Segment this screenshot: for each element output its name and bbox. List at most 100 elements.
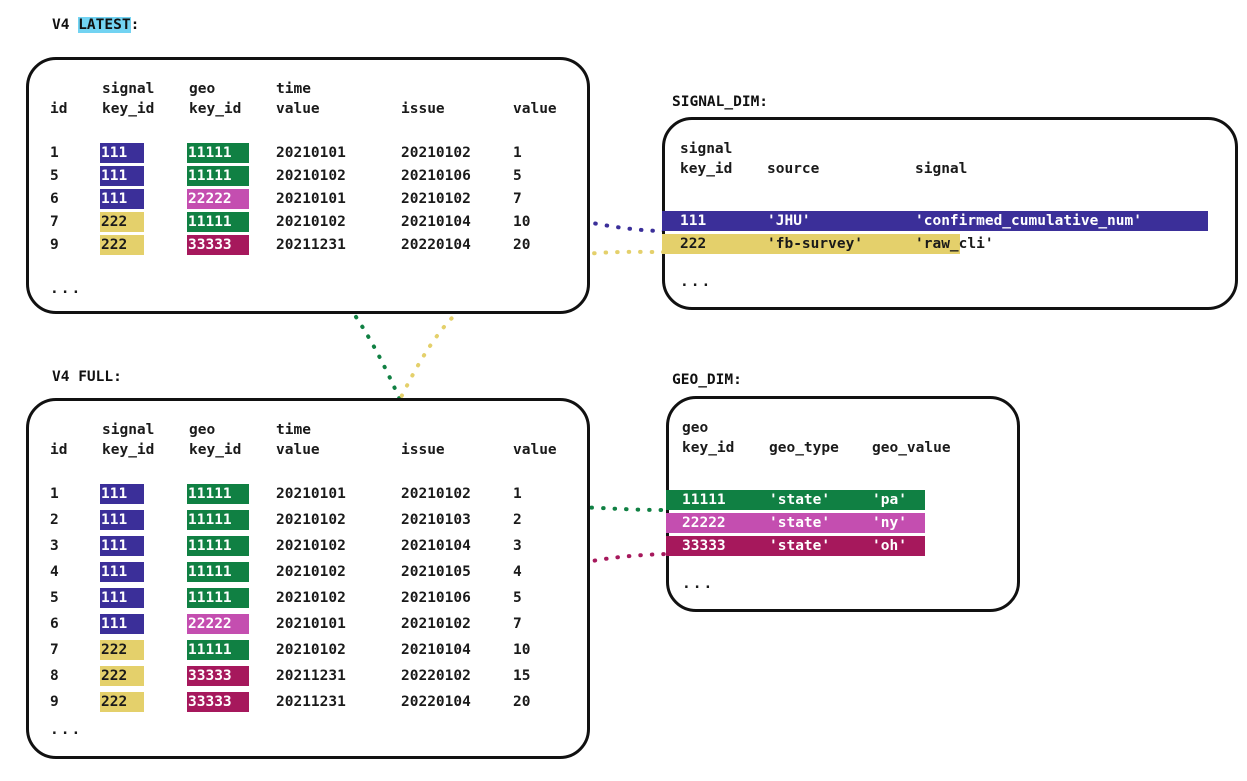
geodim-row-3-geo-type: 'state' [769, 538, 831, 554]
full-hdr-value: value [513, 442, 557, 458]
latest-hdr-signal: signal [102, 81, 155, 97]
signaldim-hdr-signal: signal [680, 141, 733, 157]
row-8-geo-key-id: 33333 [187, 666, 249, 686]
row-7-signal-key-id: 222 [100, 640, 144, 660]
signaldim-row-1-source: 'JHU' [767, 213, 811, 229]
signaldim-row-2-source: 'fb-survey' [767, 236, 864, 252]
geo-dim-table: geo key_id geo_type geo_value ... 11111 '… [666, 396, 1020, 612]
row-5-id: 9 [50, 237, 59, 253]
row-5-issue: 20210106 [401, 590, 471, 606]
row-7-value: 10 [513, 642, 531, 658]
row-5-geo-key-id: 33333 [187, 235, 249, 255]
row-2-value: 2 [513, 512, 522, 528]
full-hdr-signal-keyid: key_id [102, 442, 155, 458]
row-3-value: 7 [513, 191, 522, 207]
row-3-geo-key-id: 11111 [187, 536, 249, 556]
geodim-hdr-keyid: key_id [682, 440, 735, 456]
geodim-row-2-band [666, 513, 925, 533]
row-1-time-value: 20210101 [276, 486, 346, 502]
row-5-signal-key-id: 111 [100, 588, 144, 608]
signaldim-row-1-band [662, 211, 1208, 231]
signaldim-ellipsis: ... [680, 274, 713, 290]
geodim-hdr-geo: geo [682, 420, 709, 436]
latest-hdr-time: time [276, 81, 311, 97]
row-4-value: 4 [513, 564, 522, 580]
row-5-id: 5 [50, 590, 59, 606]
geodim-ellipsis: ... [682, 576, 715, 592]
row-8-issue: 20220102 [401, 668, 471, 684]
row-5-value: 20 [513, 237, 531, 253]
row-6-issue: 20210102 [401, 616, 471, 632]
row-3-issue: 20210102 [401, 191, 471, 207]
row-2-time-value: 20210102 [276, 512, 346, 528]
geodim-hdr-geotype: geo_type [769, 440, 839, 456]
geodim-hdr-geovalue: geo_value [872, 440, 951, 456]
row-2-time-value: 20210102 [276, 168, 346, 184]
row-4-time-value: 20210102 [276, 214, 346, 230]
row-9-time-value: 20211231 [276, 694, 346, 710]
geodim-row-1-geo-type: 'state' [769, 492, 831, 508]
row-1-value: 1 [513, 145, 522, 161]
row-9-id: 9 [50, 694, 59, 710]
latest-hdr-geo-keyid: key_id [189, 101, 242, 117]
row-1-issue: 20210102 [401, 486, 471, 502]
row-7-id: 7 [50, 642, 59, 658]
signaldim-hdr-signalname: signal [915, 161, 968, 177]
row-1-geo-key-id: 11111 [187, 484, 249, 504]
row-5-time-value: 20210102 [276, 590, 346, 606]
row-1-signal-key-id: 111 [100, 484, 144, 504]
row-9-geo-key-id: 33333 [187, 692, 249, 712]
row-5-geo-key-id: 11111 [187, 588, 249, 608]
latest-hdr-value: value [513, 101, 557, 117]
geo-dim-caption: GEO_DIM: [672, 372, 742, 388]
row-8-value: 15 [513, 668, 531, 684]
row-3-time-value: 20210101 [276, 191, 346, 207]
row-3-issue: 20210104 [401, 538, 471, 554]
row-4-geo-key-id: 11111 [187, 562, 249, 582]
row-3-id: 3 [50, 538, 59, 554]
latest-caption-suffix: : [130, 17, 140, 33]
full-ellipsis: ... [50, 722, 83, 738]
signaldim-row-2-signal: 'raw_cli' [915, 236, 994, 252]
geodim-row-3-geo-value: 'oh' [872, 538, 907, 554]
row-4-signal-key-id: 222 [100, 212, 144, 232]
row-4-issue: 20210104 [401, 214, 471, 230]
row-2-issue: 20210106 [401, 168, 471, 184]
row-6-geo-key-id: 22222 [187, 614, 249, 634]
signal-dim-table: signal key_id source signal ... 111'JHU'… [662, 117, 1238, 310]
full-hdr-id: id [50, 442, 68, 458]
row-5-signal-key-id: 222 [100, 235, 144, 255]
row-8-id: 8 [50, 668, 59, 684]
full-hdr-issue: issue [401, 442, 445, 458]
row-3-time-value: 20210102 [276, 538, 346, 554]
row-1-time-value: 20210101 [276, 145, 346, 161]
row-1-id: 1 [50, 486, 59, 502]
row-4-id: 4 [50, 564, 59, 580]
latest-table: signal geo time id key_id key_id value i… [26, 57, 590, 314]
row-2-geo-key-id: 11111 [187, 166, 249, 186]
row-1-signal-key-id: 111 [100, 143, 144, 163]
geodim-row-1-key-id: 11111 [682, 492, 726, 508]
row-7-geo-key-id: 11111 [187, 640, 249, 660]
latest-hdr-signal-keyid: key_id [102, 101, 155, 117]
row-6-value: 7 [513, 616, 522, 632]
row-3-id: 6 [50, 191, 59, 207]
signal-dim-caption: SIGNAL_DIM: [672, 94, 769, 110]
row-9-issue: 20220104 [401, 694, 471, 710]
signaldim-row-1-signal: 'confirmed_cumulative_num' [915, 213, 1142, 229]
geodim-row-1-geo-value: 'pa' [872, 492, 907, 508]
latest-hdr-id: id [50, 101, 68, 117]
geodim-row-2-key-id: 22222 [682, 515, 726, 531]
row-5-time-value: 20211231 [276, 237, 346, 253]
row-3-value: 3 [513, 538, 522, 554]
row-4-value: 10 [513, 214, 531, 230]
row-5-issue: 20220104 [401, 237, 471, 253]
signaldim-row-1-key-id: 111 [680, 213, 707, 229]
row-2-geo-key-id: 11111 [187, 510, 249, 530]
geodim-row-3-band [666, 536, 925, 556]
row-4-signal-key-id: 111 [100, 562, 144, 582]
geodim-row-1-band [666, 490, 925, 510]
row-2-signal-key-id: 111 [100, 510, 144, 530]
geodim-row-3-key-id: 33333 [682, 538, 726, 554]
row-8-time-value: 20211231 [276, 668, 346, 684]
